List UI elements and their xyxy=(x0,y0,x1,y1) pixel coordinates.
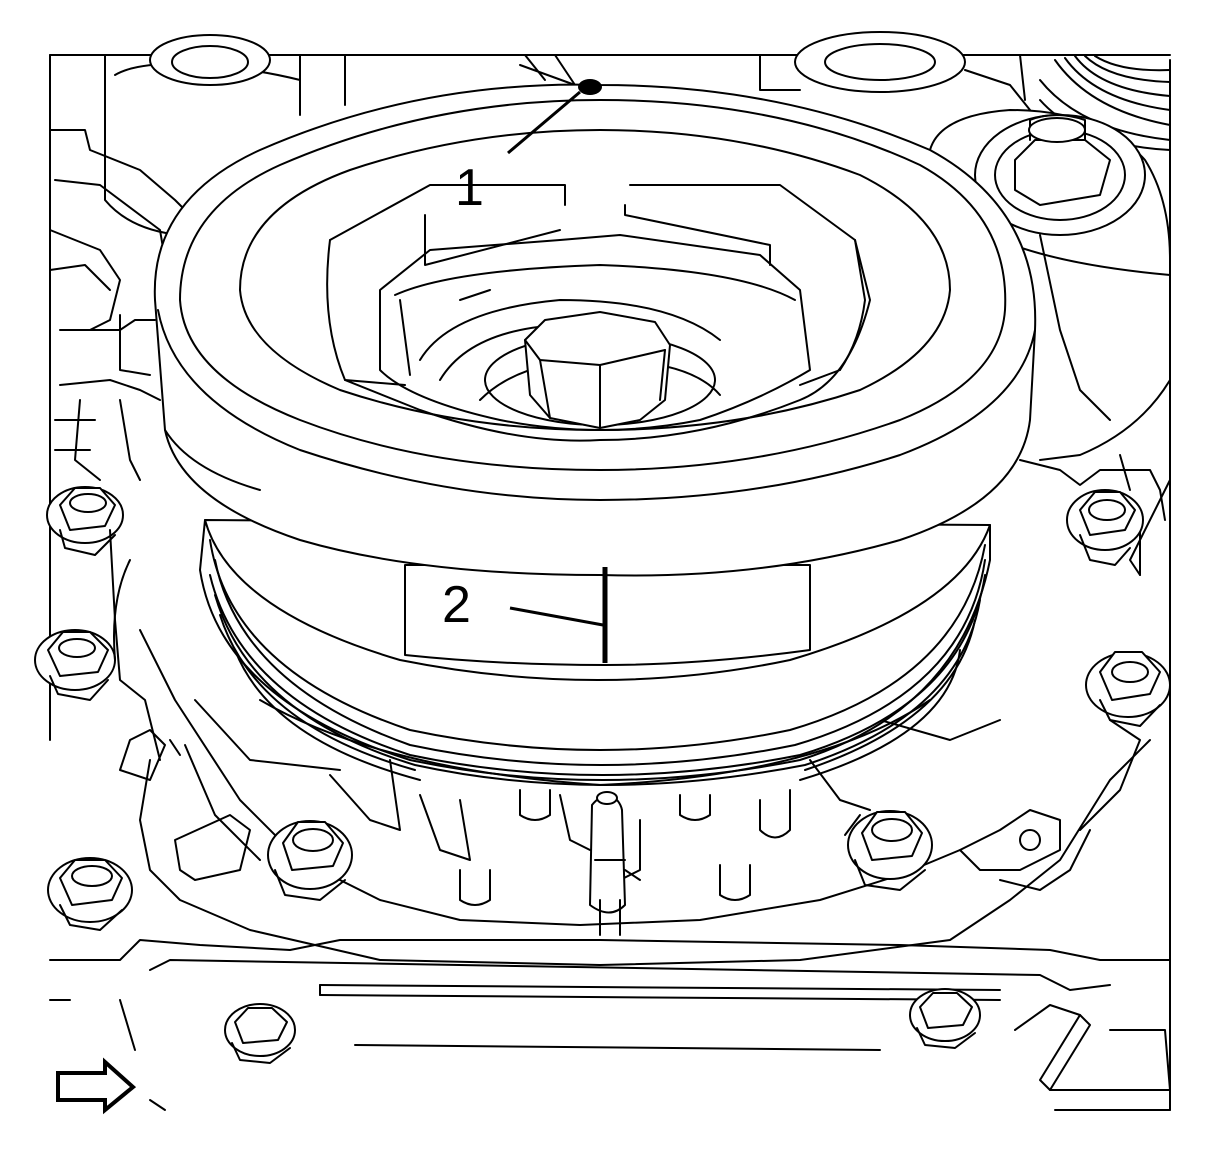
lower-cover-bolts xyxy=(267,810,933,901)
callout-1-leader xyxy=(507,90,581,155)
timing-cover xyxy=(109,529,1151,966)
upper-right-bolt-housing xyxy=(759,31,1031,111)
view-direction-arrow-icon xyxy=(56,1057,137,1115)
crankshaft-balancer xyxy=(153,83,1037,786)
center-bolt xyxy=(524,311,671,429)
engine-background xyxy=(34,31,1171,1111)
right-cover-bolts xyxy=(1066,489,1171,727)
timing-pointer xyxy=(589,791,641,936)
drive-belt-ribs xyxy=(1039,55,1171,151)
upper-left-bolt-housing xyxy=(104,34,346,236)
callout-1-label: 1 xyxy=(455,159,484,217)
balancer-timing-mark-dot xyxy=(578,79,602,95)
callout-2-label: 2 xyxy=(442,576,471,634)
callout-2-leader xyxy=(509,606,604,627)
oil-pan-rail xyxy=(49,939,1171,1111)
idler-pulley xyxy=(928,109,1171,461)
callout-2: 2 xyxy=(442,567,608,663)
callout-1: 1 xyxy=(455,79,602,217)
